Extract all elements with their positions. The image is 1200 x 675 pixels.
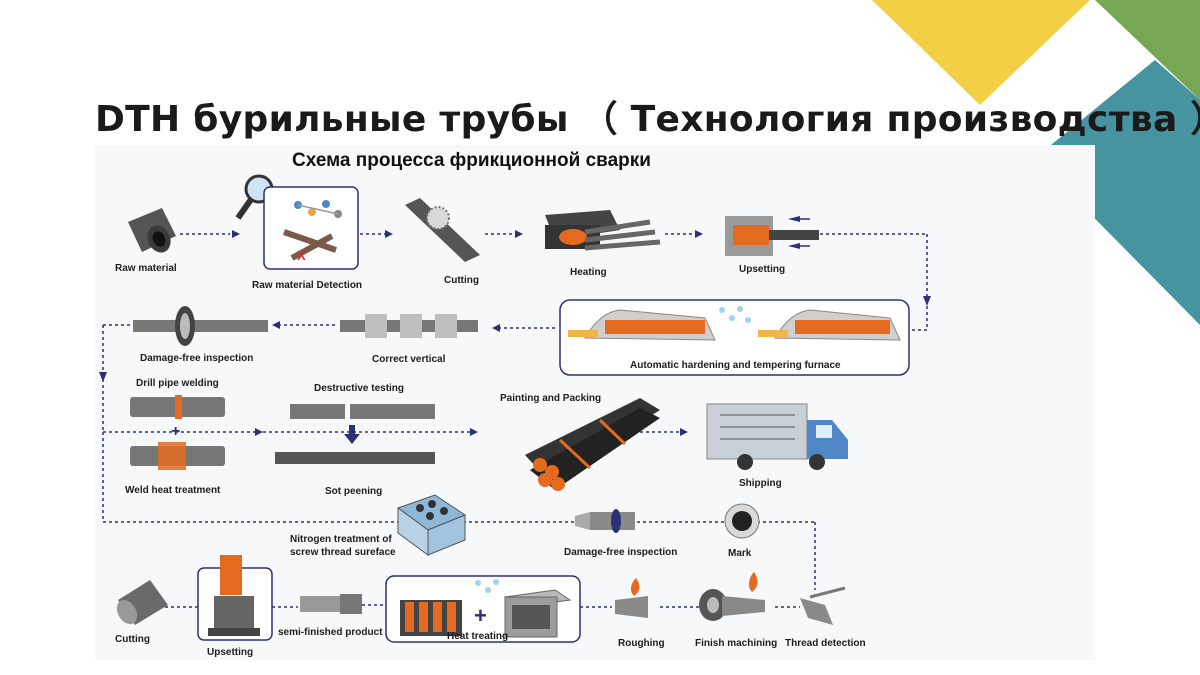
cutting-bar-icon bbox=[116, 580, 168, 625]
label-heating: Heating bbox=[570, 267, 607, 278]
welding-pipe-icon: + bbox=[130, 395, 225, 470]
label-shipping: Shipping bbox=[739, 478, 782, 489]
label-upsetting-2: Upsetting bbox=[207, 647, 253, 658]
label-raw-material: Raw material bbox=[115, 263, 177, 274]
pipe-bundle-icon bbox=[525, 398, 660, 491]
saw-cutting-icon bbox=[405, 198, 480, 262]
raw-material-pipe-icon bbox=[128, 208, 176, 253]
mark-icon bbox=[724, 503, 760, 539]
diagram-title: Схема процесса фрикционной сварки bbox=[292, 150, 651, 171]
label-nitrogen-line2: screw thread sureface bbox=[290, 547, 396, 558]
thread-detection-icon bbox=[800, 586, 846, 625]
label-nitrogen-line1: Nitrogen treatment of bbox=[290, 534, 392, 545]
yellow-triangle bbox=[872, 0, 1090, 105]
furnace-right-icon bbox=[758, 309, 901, 341]
label-finish-machining: Finish machining bbox=[695, 638, 777, 649]
label-thread-detection: Thread detection bbox=[785, 638, 866, 649]
threaded-joint-icon bbox=[575, 509, 635, 533]
finish-machining-icon bbox=[699, 572, 765, 621]
label-mark: Mark bbox=[728, 548, 752, 559]
furnace-left-icon bbox=[568, 309, 716, 341]
label-painting-packing: Painting and Packing bbox=[500, 393, 601, 404]
roughing-icon bbox=[615, 578, 648, 618]
label-roughing: Roughing bbox=[618, 638, 665, 649]
label-drill-pipe-welding: Drill pipe welding bbox=[136, 378, 219, 389]
upsetting-press-icon bbox=[208, 555, 260, 636]
label-damage-free-inspection-1: Damage-free inspection bbox=[140, 353, 253, 364]
label-cutting-2: Cutting bbox=[115, 634, 150, 645]
rejected-pipe-icon: X bbox=[283, 229, 337, 263]
label-semi-finished: semi-finished product bbox=[278, 627, 383, 638]
label-heat-treating: Heat treating bbox=[447, 631, 508, 642]
destructive-test-pipe-icon bbox=[275, 404, 435, 464]
label-correct-vertical: Correct vertical bbox=[372, 354, 446, 365]
treatment-furnace-icon bbox=[503, 589, 572, 638]
label-weld-heat-treatment: Weld heat treatment bbox=[125, 485, 221, 496]
label-hardening-furnace: Automatic hardening and tempering furnac… bbox=[630, 360, 841, 371]
label-raw-material-detection: Raw material Detection bbox=[252, 280, 362, 291]
svg-text:X: X bbox=[297, 248, 306, 263]
label-damage-free-inspection-2: Damage-free inspection bbox=[564, 547, 677, 558]
water-drops-icon bbox=[719, 306, 751, 323]
svg-text:+: + bbox=[171, 423, 180, 440]
upsetting-icon bbox=[725, 216, 819, 256]
heating-furnace-icon bbox=[545, 210, 661, 251]
green-triangle bbox=[1095, 0, 1200, 100]
nitrogen-tank-icon bbox=[396, 494, 467, 556]
semi-finished-icon bbox=[300, 594, 362, 614]
drops-icon-2 bbox=[475, 579, 499, 593]
truck-icon bbox=[706, 403, 848, 470]
heat-rods-icon bbox=[400, 600, 462, 636]
plus-icon: + bbox=[474, 603, 487, 628]
label-cutting: Cutting bbox=[444, 275, 479, 286]
inspection-ring-pipe-icon bbox=[133, 306, 268, 346]
label-upsetting: Upsetting bbox=[739, 264, 785, 275]
teal-band bbox=[1035, 60, 1200, 325]
straightening-pipe-icon bbox=[340, 314, 478, 338]
label-destructive-testing: Destructive testing bbox=[314, 383, 404, 394]
label-sot-peening: Sot peening bbox=[325, 486, 382, 497]
slide-title: DTH бурильные трубы （ Технология произво… bbox=[95, 99, 1200, 140]
molecule-icon bbox=[294, 200, 342, 218]
detection-box bbox=[263, 186, 359, 270]
